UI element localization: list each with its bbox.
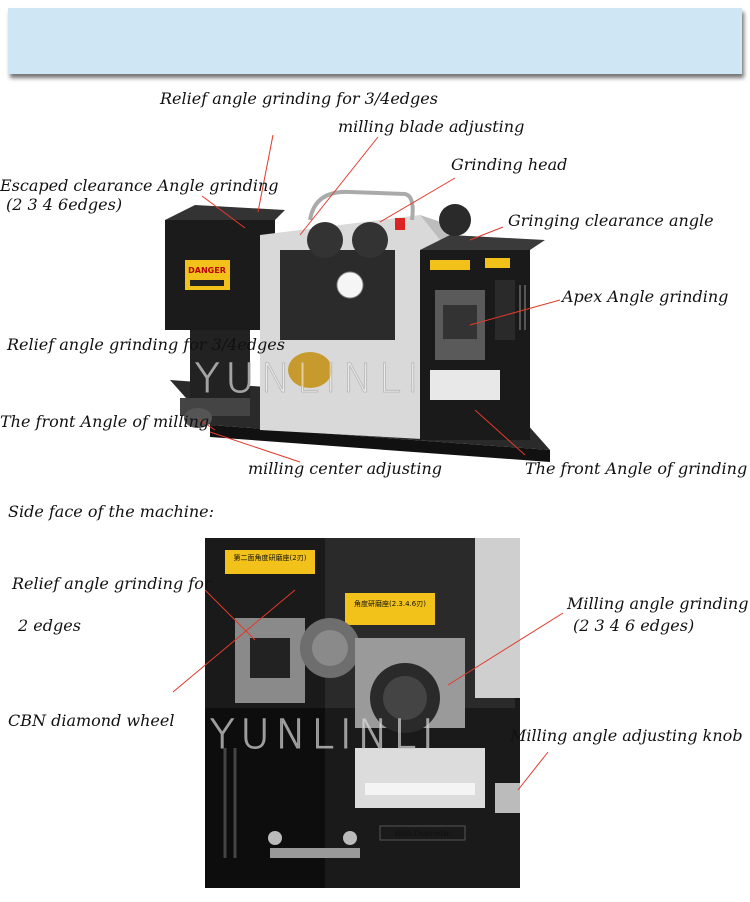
label-gringing: Gringing clearance angle: [508, 211, 714, 230]
label-escaped-2: (2 3 4 6edges): [6, 195, 123, 214]
label-milling-angle-1: Milling angle grinding: [567, 594, 749, 613]
label-milling-angle-2: (2 3 4 6 edges): [573, 616, 695, 635]
label-cbn: CBN diamond wheel: [8, 711, 175, 730]
label-relief-34b: Relief angle grinding for 3/4edges: [7, 335, 285, 354]
label-relief-2-1: Relief angle grinding for: [12, 574, 212, 593]
label-milling-knob: Milling angle adjusting knob: [510, 726, 743, 745]
label-escaped-1: Escaped clearance Angle grinding: [0, 176, 279, 195]
sticker-mid-text: 角度研磨座(2.3.4.6刃): [354, 599, 426, 608]
label-milling-center: milling center adjusting: [248, 459, 442, 478]
header-banner: [8, 8, 742, 74]
label-relief-34: Relief angle grinding for 3/4edges: [160, 89, 438, 108]
label-relief-2-2: 2 edges: [18, 616, 81, 635]
watermark-bottom: YUNLINLI: [210, 712, 440, 759]
label-front-milling: The front Angle of milling: [0, 412, 210, 431]
label-side-face: Side face of the machine:: [8, 502, 215, 521]
label-apex: Apex Angle grinding: [562, 287, 729, 306]
label-milling-blade: milling blade adjusting: [338, 117, 525, 136]
sticker-top-text: 第二面角度研磨座(2刃): [234, 553, 307, 562]
danger-text: DANGER: [188, 266, 226, 275]
label-front-grinding: The front Angle of grinding: [525, 459, 748, 478]
watermark-top: YUNLINLI: [195, 356, 425, 403]
label-grinding-head: Grinding head: [451, 155, 568, 174]
web-diameter-text: Web Diameter: [394, 829, 452, 838]
